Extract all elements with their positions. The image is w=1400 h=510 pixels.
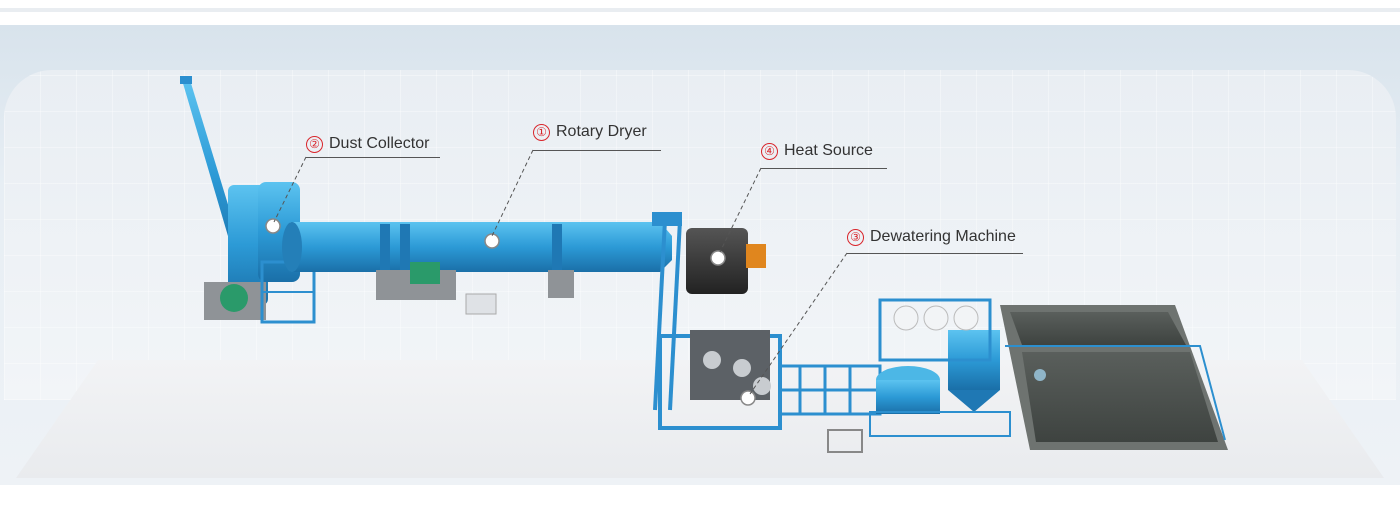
leader-dewatering-machine xyxy=(750,253,847,394)
leader-dust-collector xyxy=(274,157,306,222)
leader-rotary-dryer xyxy=(492,150,533,236)
leader-heat-source xyxy=(720,168,761,252)
